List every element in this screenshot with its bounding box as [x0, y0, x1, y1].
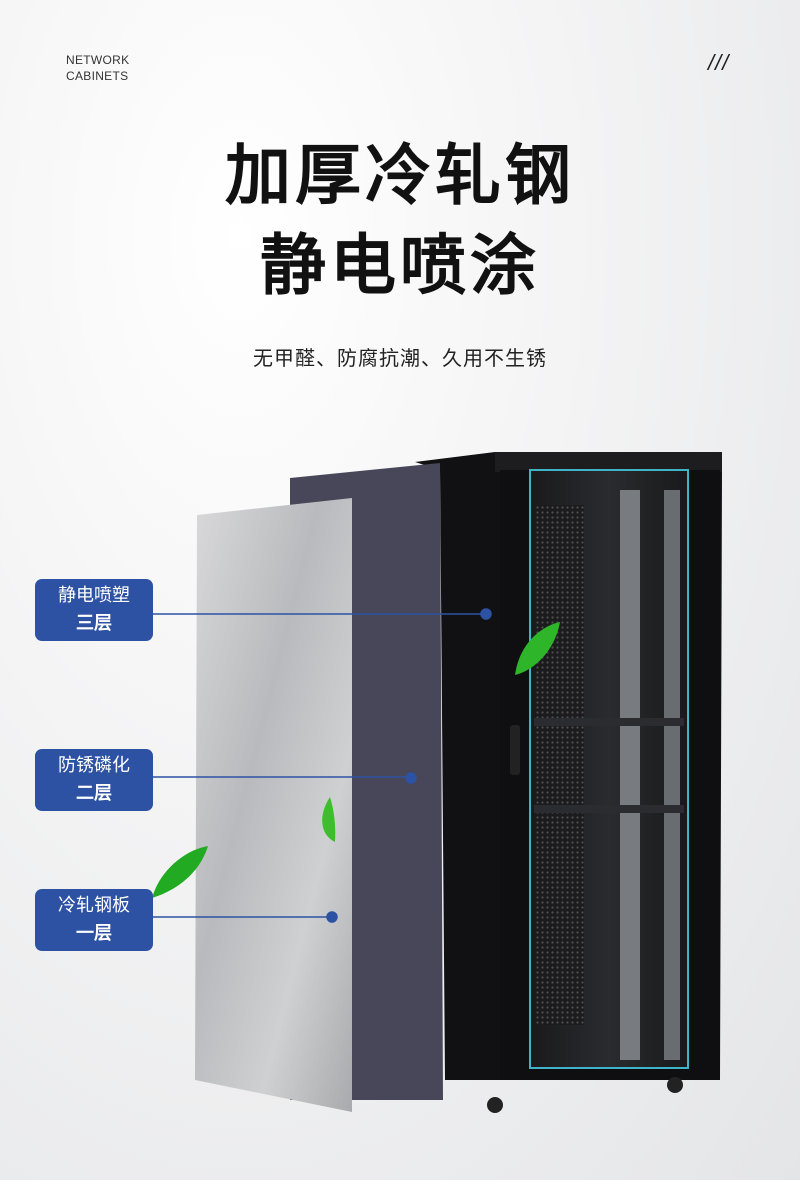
subtitle: 无甲醛、防腐抗潮、久用不生锈	[253, 346, 547, 370]
layer-tag-1: 冷轧钢板 一层	[35, 889, 153, 951]
leaf-icon	[322, 797, 336, 842]
layer-level: 三层	[76, 613, 112, 634]
headline-line-1: 加厚冷轧钢	[225, 137, 575, 214]
layer-name: 静电喷塑	[58, 585, 130, 606]
cold-rolled-steel-panel	[195, 498, 352, 1112]
cabinet	[415, 452, 722, 1113]
layer-tag-3: 静电喷塑 三层	[35, 579, 153, 641]
leaf-icon	[515, 622, 560, 675]
brand-label: NETWORK CABINETS	[66, 52, 129, 84]
layer-level: 二层	[76, 783, 112, 804]
brand-line-2: CABINETS	[66, 69, 129, 83]
leaf-icon	[152, 846, 208, 898]
callout-dot	[326, 911, 338, 923]
layer-tag-2: 防锈磷化 二层	[35, 749, 153, 811]
layer-level: 一层	[76, 923, 112, 944]
decorative-slashes: ///	[708, 50, 730, 75]
brand-line-1: NETWORK	[66, 53, 130, 67]
layer-name: 防锈磷化	[58, 755, 130, 776]
layer-name: 冷轧钢板	[58, 895, 130, 916]
headline-line-2: 静电喷涂	[260, 227, 540, 304]
door-handle	[510, 725, 520, 775]
callout-dot	[405, 772, 417, 784]
callout-dot	[480, 608, 492, 620]
